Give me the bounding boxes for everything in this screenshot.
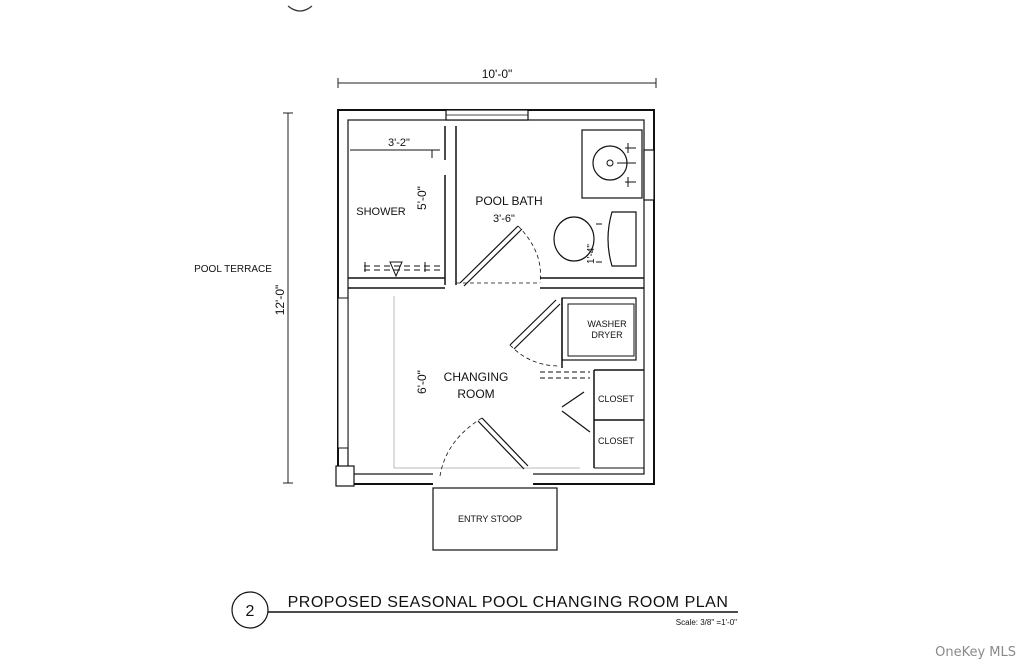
toilet-bowl-icon (553, 216, 595, 262)
interior-partitions (348, 126, 644, 469)
shower-label: SHOWER (356, 206, 406, 218)
shower-drain-icon (389, 261, 403, 278)
plan-number: 2 (246, 603, 255, 620)
toilet-clearance-label: 1'-4" (586, 244, 597, 264)
plan-scale: Scale: 3/8" =1'-0" (676, 618, 737, 627)
entry-stoop-label: ENTRY STOOP (458, 514, 522, 524)
changing-depth-label: 6'-0" (415, 370, 429, 394)
cropped-arc (287, 5, 313, 12)
mls-watermark: OneKey MLS (935, 645, 1016, 660)
sink-vanity (581, 129, 643, 199)
title-block: 2 PROPOSED SEASONAL POOL CHANGING ROOM P… (231, 591, 738, 629)
washer-label: WASHER (587, 319, 627, 329)
closet-upper-label: CLOSET (598, 394, 635, 404)
plan-title: PROPOSED SEASONAL POOL CHANGING ROOM PLA… (288, 594, 729, 611)
overall-depth-dimension: 12'-0" (273, 112, 293, 484)
overall-depth-label: 12'-0" (273, 285, 287, 316)
closet-lower-label: CLOSET (598, 436, 635, 446)
pool-bath-label: POOL BATH (475, 194, 542, 208)
overall-width-dimension: 10'-0" (337, 67, 657, 88)
shower-width-label: 3'-2" (388, 137, 410, 149)
toilet (553, 211, 637, 267)
closet-door (561, 391, 591, 433)
pool-terrace-label: POOL TERRACE (194, 264, 272, 275)
entry-stoop (432, 487, 558, 551)
dryer-label: DRYER (591, 330, 623, 340)
bath-door (459, 225, 541, 287)
shower-fixtures (350, 149, 440, 278)
bath-width-label: 3'-6" (493, 213, 515, 225)
overall-width-label: 10'-0" (482, 67, 513, 81)
exterior-walls (335, 109, 655, 487)
entry-door (439, 417, 529, 477)
laundry-door (509, 299, 561, 367)
changing-label-line1: CHANGING (444, 370, 509, 384)
shower-depth-label: 5'-0" (415, 186, 429, 210)
plan-number-circle (231, 591, 269, 629)
toilet-tank-icon (607, 211, 637, 267)
changing-label-line2: ROOM (457, 387, 494, 401)
